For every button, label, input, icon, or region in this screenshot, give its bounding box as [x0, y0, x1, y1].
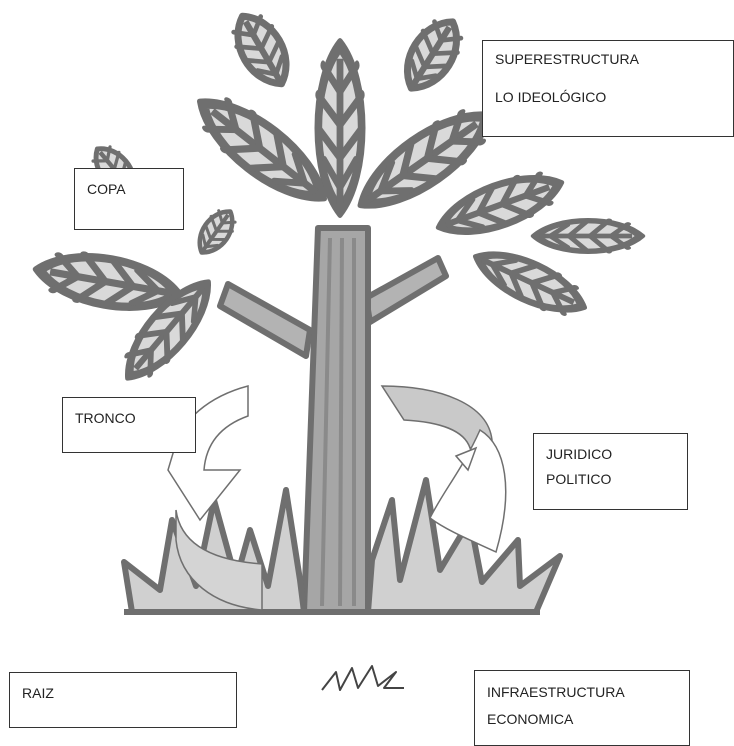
- label-text: INFRAESTRUCTURA: [487, 684, 677, 700]
- leaf-icon: [394, 11, 470, 99]
- label-text: LO IDEOLÓGICO: [495, 89, 721, 105]
- leaf-icon: [225, 6, 299, 94]
- label-text: JURIDICO: [546, 446, 675, 462]
- label-infraestructura: INFRAESTRUCTURA ECONOMICA: [474, 670, 690, 746]
- leaf-icon: [470, 241, 590, 324]
- label-text: RAIZ: [22, 685, 224, 701]
- branch-right: [366, 258, 446, 322]
- label-text: TRONCO: [75, 410, 183, 426]
- leaf-icon: [188, 85, 335, 214]
- label-superestructura: SUPERESTRUCTURA LO IDEOLÓGICO: [482, 40, 734, 137]
- scribble-icon: [322, 666, 404, 690]
- label-tronco: TRONCO: [62, 397, 196, 453]
- label-text: ECONOMICA: [487, 711, 677, 727]
- branch-left: [220, 284, 310, 356]
- label-text: COPA: [87, 181, 171, 197]
- label-text: SUPERESTRUCTURA: [495, 51, 721, 67]
- label-text: POLITICO: [546, 471, 675, 487]
- label-raiz: RAIZ: [9, 672, 237, 728]
- leaf-icon: [318, 45, 362, 210]
- leaf-icon: [191, 204, 241, 260]
- scroll-arrow-icon: [382, 386, 506, 552]
- leaf-icon: [536, 220, 641, 251]
- trunk: [304, 228, 368, 612]
- label-juridico-politico: JURIDICO POLITICO: [533, 433, 688, 510]
- label-copa: COPA: [74, 168, 184, 230]
